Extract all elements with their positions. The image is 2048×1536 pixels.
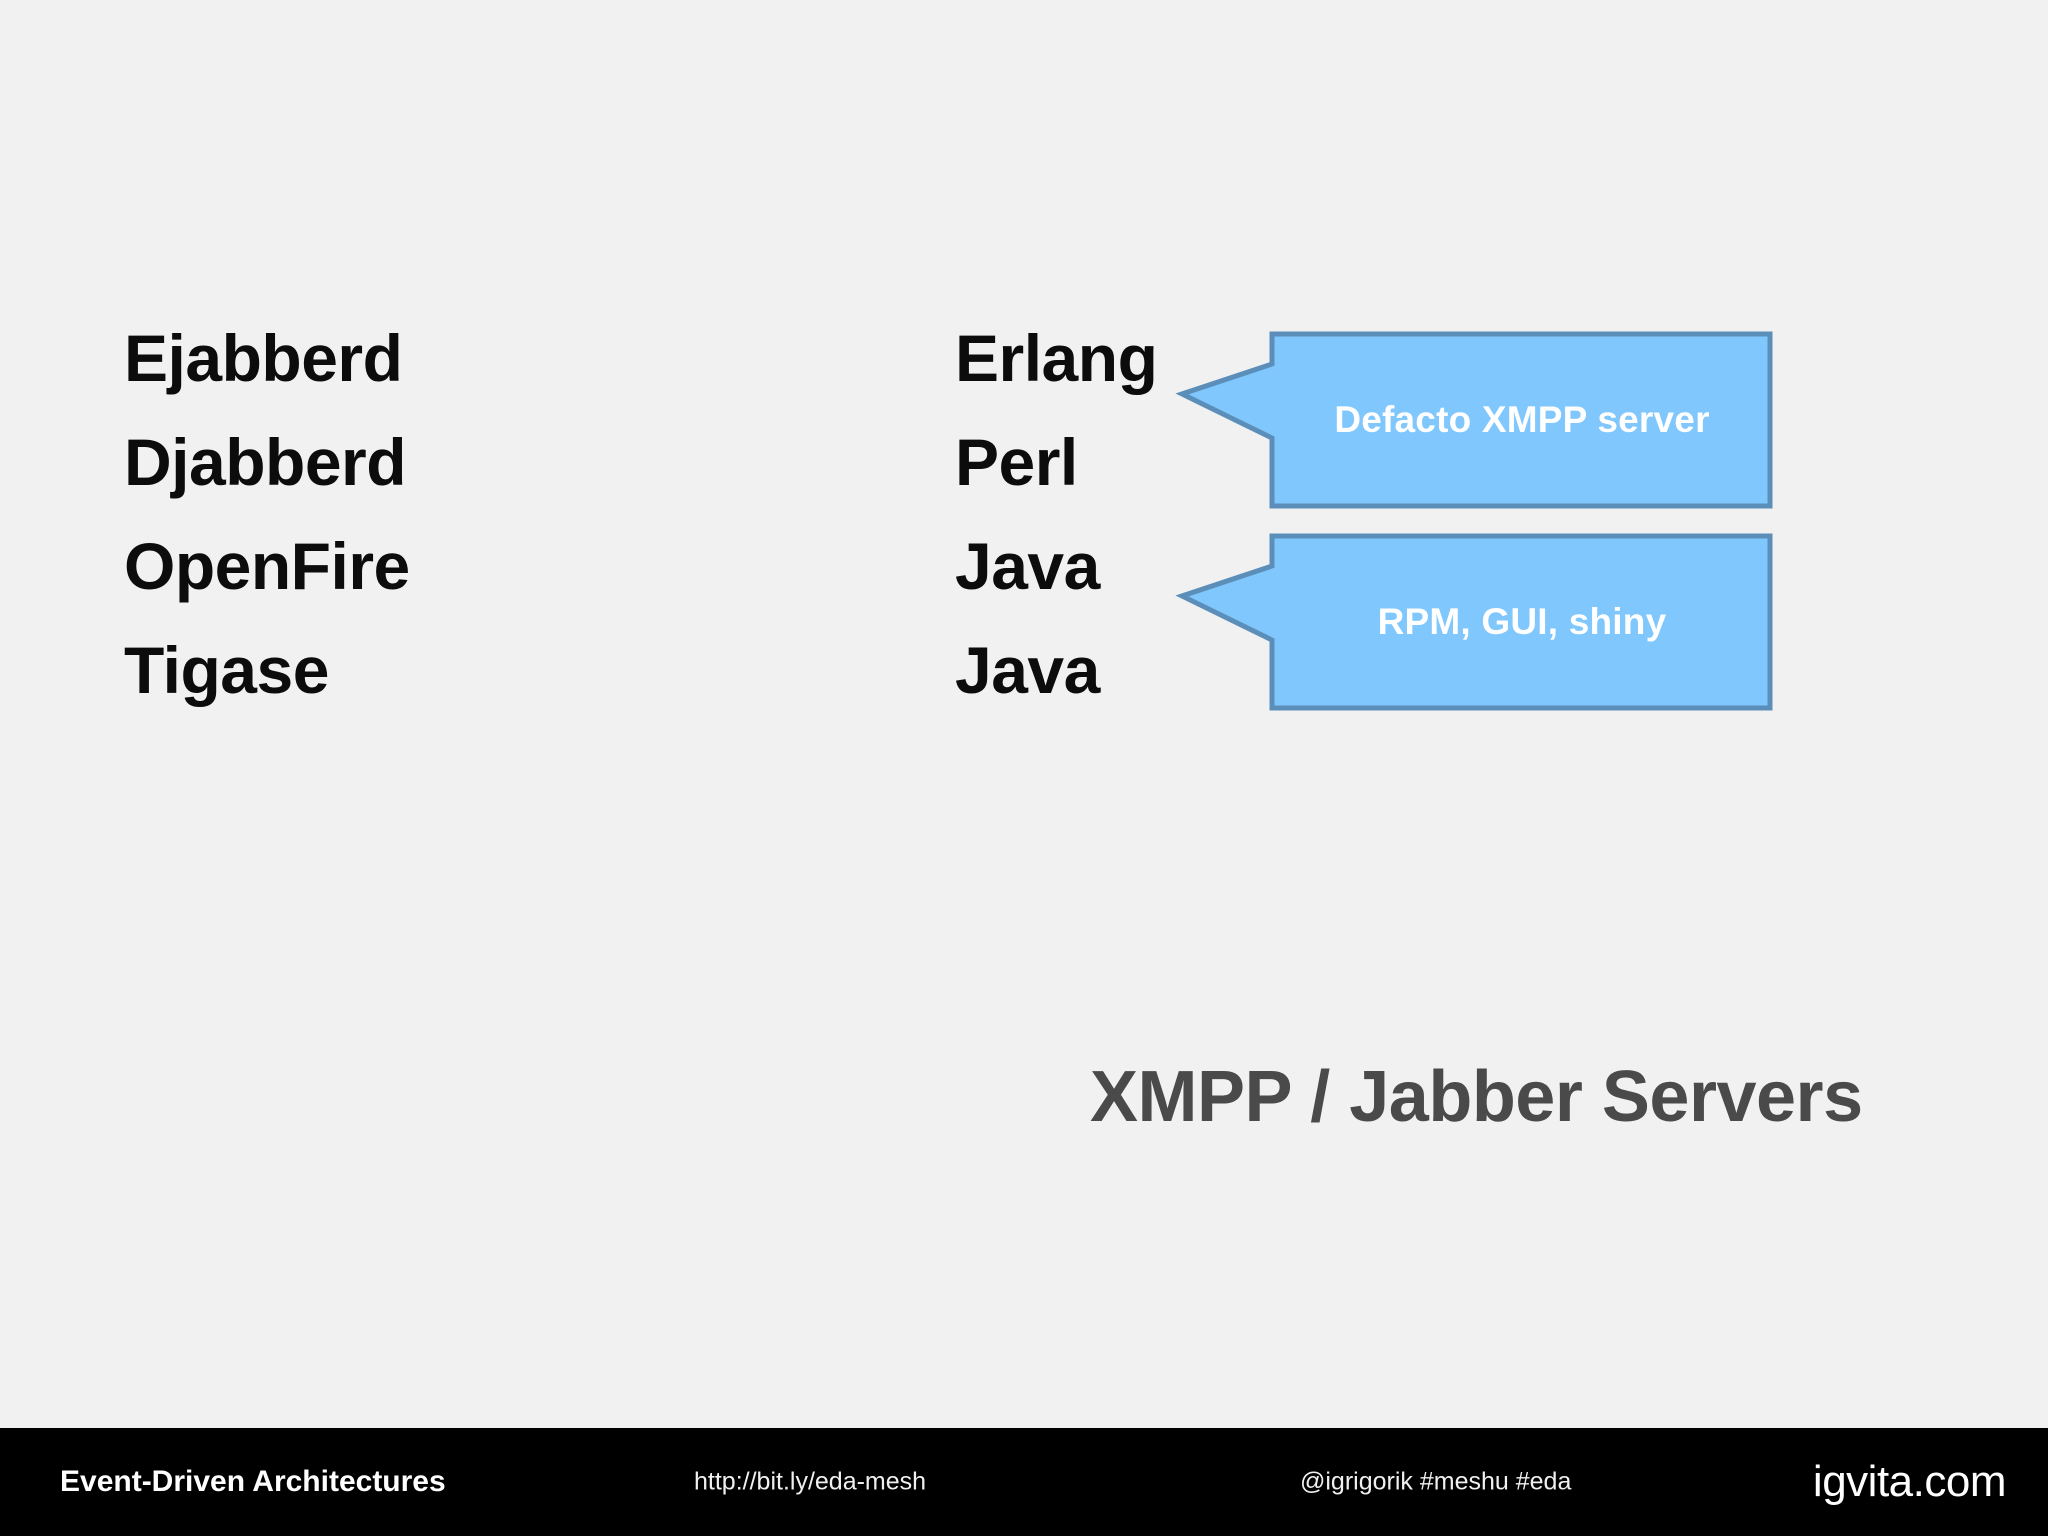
callout-bubble-ejabberd: Defacto XMPP server: [1175, 331, 1773, 509]
server-name: Tigase: [124, 633, 329, 707]
server-name-column: Ejabberd Djabberd OpenFire Tigase: [124, 306, 684, 722]
footer-social-handle: @igrigorik #meshu #eda: [1300, 1467, 1572, 1496]
footer-url[interactable]: http://bit.ly/eda-mesh: [694, 1467, 927, 1496]
callout-shape-icon: [1175, 533, 1773, 711]
callout-bubble-openfire: RPM, GUI, shiny: [1175, 533, 1773, 711]
server-name: Djabberd: [124, 425, 407, 499]
server-language: Erlang: [955, 321, 1158, 395]
footer-deck-title: Event-Driven Architectures: [60, 1465, 446, 1498]
server-language-column: Erlang Perl Java Java: [955, 306, 1255, 722]
callout-shape-icon: [1175, 331, 1773, 509]
server-name: OpenFire: [124, 529, 410, 603]
server-language: Java: [955, 529, 1100, 603]
server-language: Perl: [955, 425, 1078, 499]
server-language: Java: [955, 633, 1100, 707]
callout-text: Defacto XMPP server: [1334, 399, 1710, 440]
page-title: XMPP / Jabber Servers: [1090, 1057, 1863, 1137]
callout-text: RPM, GUI, shiny: [1377, 601, 1667, 642]
footer-bar: Event-Driven Architectures http://bit.ly…: [0, 1428, 2048, 1536]
footer-brand[interactable]: igvita.com: [1812, 1457, 2007, 1506]
server-name: Ejabberd: [124, 321, 403, 395]
